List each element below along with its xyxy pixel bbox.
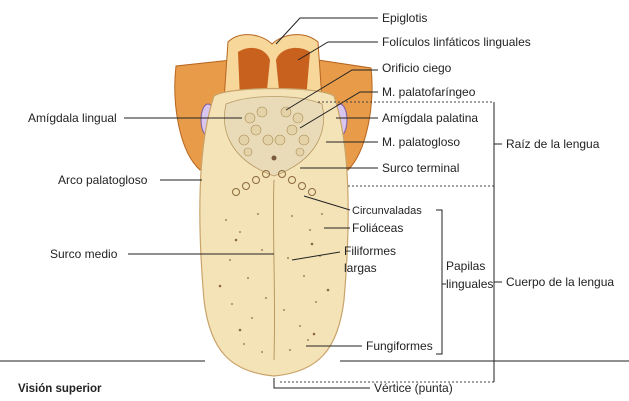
label-amigdala-palatina: Amígdala palatina <box>382 111 478 125</box>
label-raiz-lengua: Raíz de la lengua <box>506 137 600 151</box>
label-vertice-punta: Vértice (punta) <box>374 381 453 395</box>
label-orificio-ciego: Orificio ciego <box>382 61 452 75</box>
label-papilas-linguales: linguales <box>446 277 493 291</box>
label-filiformes: Filiformes <box>344 244 396 258</box>
label-arco-palatogloso: Arco palatogloso <box>58 173 148 187</box>
label-cuerpo-lengua: Cuerpo de la lengua <box>506 275 614 289</box>
foramen-cecum <box>272 156 277 161</box>
label-foliaceas: Foliáceas <box>352 221 403 235</box>
label-fungiformes: Fungiformes <box>366 339 433 353</box>
tongue-illustration <box>175 35 372 376</box>
label-surco-terminal: Surco terminal <box>382 161 459 175</box>
label-epiglotis: Epiglotis <box>382 11 427 25</box>
label-papilas: Papilas <box>446 259 485 273</box>
label-foliculos-linfaticos: Folículos linfáticos linguales <box>382 35 531 49</box>
label-m-palatofaringeo: M. palatofaríngeo <box>382 85 476 99</box>
label-circunvaladas: Circunvaladas <box>352 205 422 217</box>
label-amigdala-lingual: Amígdala lingual <box>28 111 117 125</box>
label-filiformes-largas: largas <box>344 261 377 275</box>
label-surco-medio: Surco medio <box>50 247 118 261</box>
label-vision-superior: Visión superior <box>18 383 102 395</box>
label-m-palatogloso: M. palatogloso <box>382 135 460 149</box>
